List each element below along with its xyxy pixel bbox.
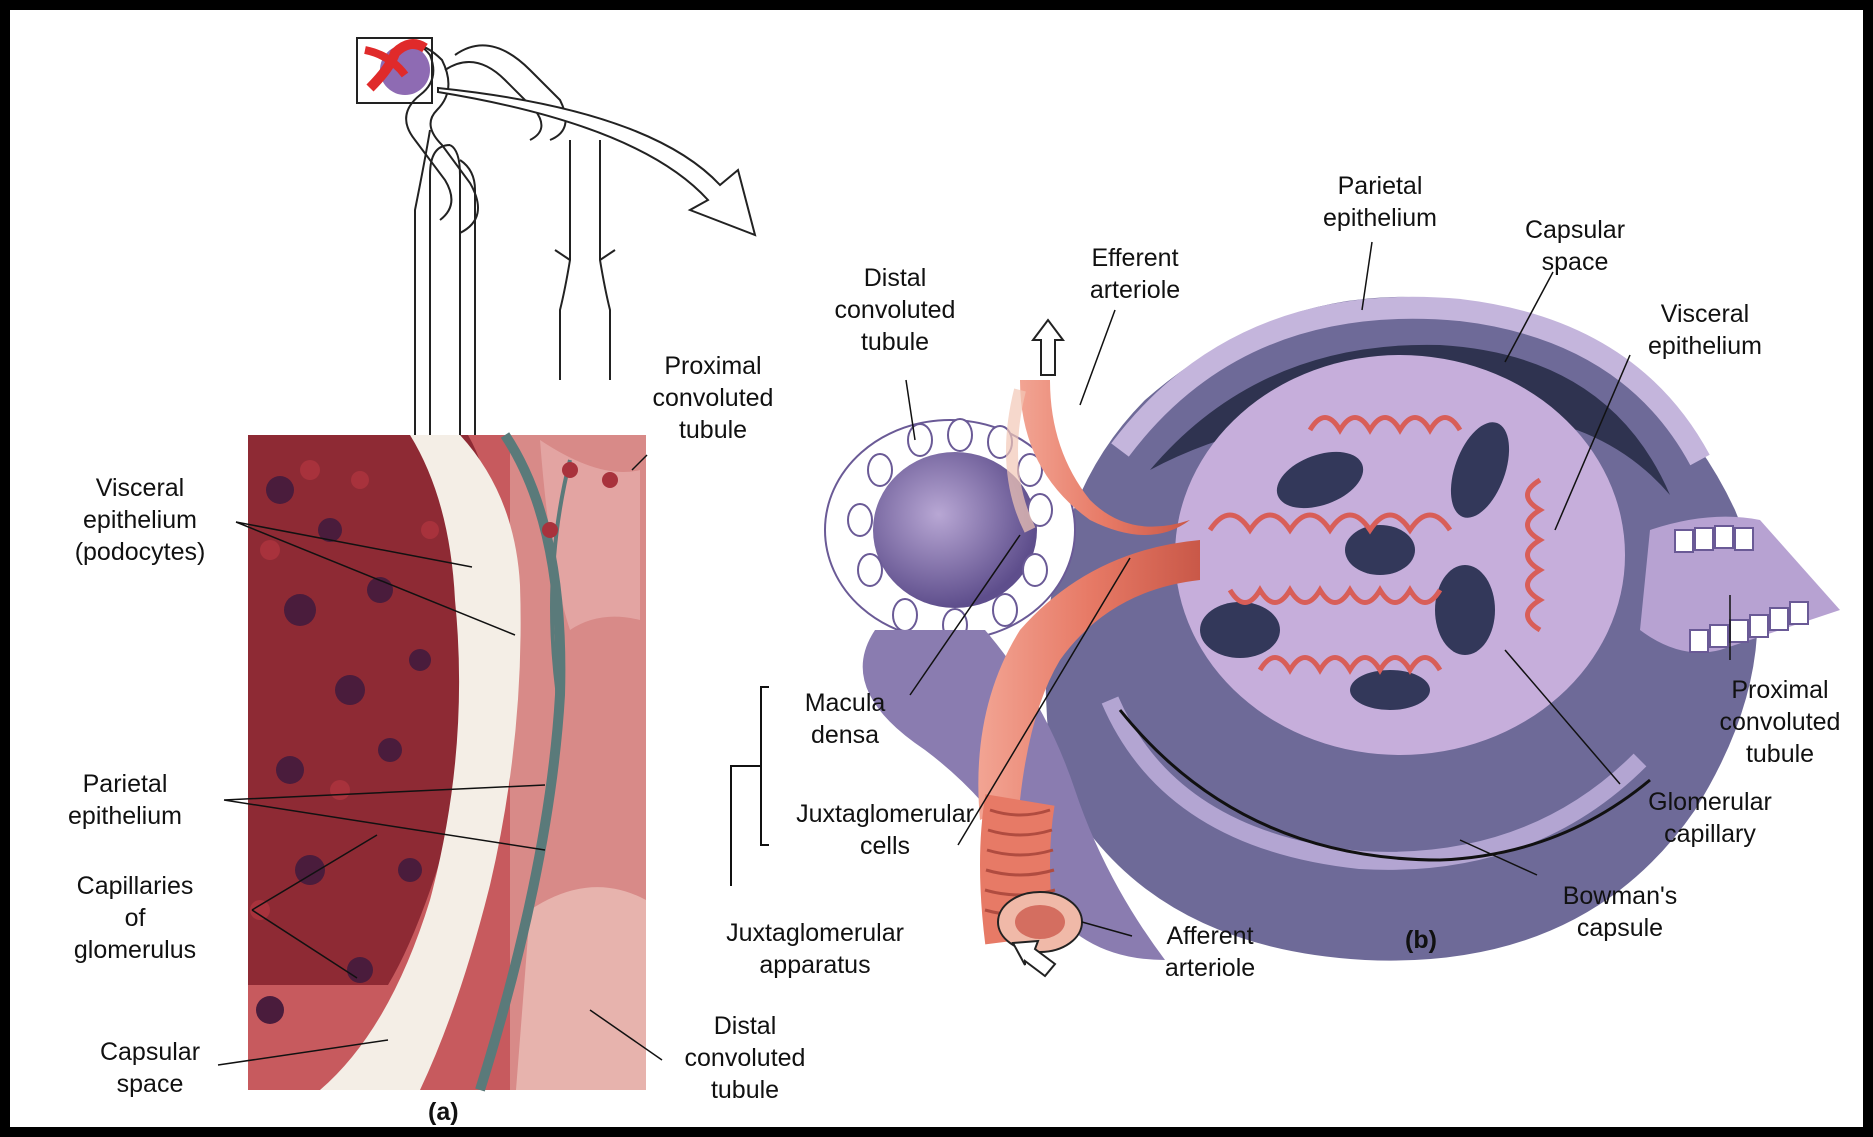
label-b-distal-tubule: Distal convoluted tubule <box>810 262 980 358</box>
label-a-distal-tubule: Distal convoluted tubule <box>660 1010 830 1106</box>
diagram-svg <box>10 10 1863 1127</box>
label-a-parietal-epithelium: Parietal epithelium <box>40 768 210 832</box>
label-b-macula-densa: Macula densa <box>780 687 910 751</box>
label-a-capsular-space: Capsular space <box>65 1036 235 1100</box>
panel-b-tag: (b) <box>1405 926 1437 955</box>
label-b-afferent-arteriole: Afferent arteriole <box>1130 920 1290 984</box>
label-b-visceral-epithelium: Visceral epithelium <box>1615 298 1795 362</box>
label-b-efferent-arteriole: Efferent arteriole <box>1050 242 1220 306</box>
label-b-glomerular-capillary: Glomerular capillary <box>1620 786 1800 850</box>
label-a-proximal-tubule: Proximal convoluted tubule <box>628 350 798 446</box>
zoom-arrow <box>438 88 755 235</box>
panel-a-tag: (a) <box>428 1098 459 1127</box>
label-a-visceral-epithelium: Visceral epithelium (podocytes) <box>55 472 225 568</box>
jga-bracket <box>731 687 769 886</box>
label-b-jg-cells: Juxtaglomerular cells <box>765 798 1005 862</box>
figure-canvas: Proximal convoluted tubule Visceral epit… <box>10 10 1863 1127</box>
label-a-capillaries: Capillaries of glomerulus <box>50 870 220 966</box>
micrograph <box>248 435 646 1090</box>
label-b-bowmans-capsule: Bowman's capsule <box>1535 880 1705 944</box>
label-b-jg-apparatus: Juxtaglomerular apparatus <box>695 917 935 981</box>
renal-corpuscle <box>825 297 1840 976</box>
label-b-proximal-tubule: Proximal convoluted tubule <box>1695 674 1865 770</box>
label-b-capsular-space: Capsular space <box>1495 214 1655 278</box>
label-b-parietal-epithelium: Parietal epithelium <box>1300 170 1460 234</box>
nephron-overview <box>382 43 615 496</box>
